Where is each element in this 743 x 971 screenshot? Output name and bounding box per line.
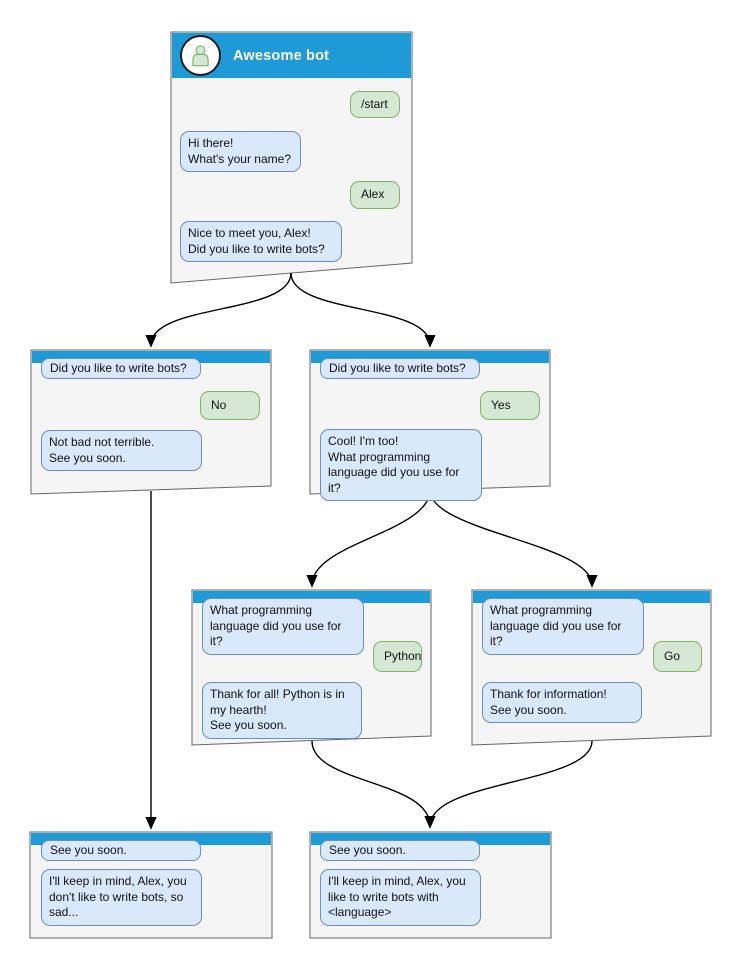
bot-bubble-question[interactable]: What programming language did you use fo… <box>202 598 364 655</box>
user-bubble-name[interactable]: Alex <box>350 181 400 209</box>
node-header: Awesome bot <box>172 33 411 78</box>
edge-branch-yes-to-go[interactable] <box>429 489 598 588</box>
node-end-no[interactable]: See you soon. I'll keep in mind, Alex, y… <box>30 832 272 938</box>
edge-root-to-branch-no[interactable] <box>145 272 292 348</box>
bot-bubble-question[interactable]: What programming language did you use fo… <box>482 598 644 655</box>
bot-bubble-reply[interactable]: Cool! I'm too! What programming language… <box>320 429 482 501</box>
edge-branch-yes-to-python[interactable] <box>306 489 431 588</box>
bot-bubble-reply[interactable]: I'll keep in mind, Alex, you don't like … <box>41 869 202 926</box>
node-branch-python[interactable]: What programming language did you use fo… <box>192 590 431 745</box>
bot-bubble-question[interactable]: Nice to meet you, Alex! Did you like to … <box>180 221 342 262</box>
user-bubble-answer[interactable]: Python <box>373 641 422 672</box>
edge-root-to-branch-yes[interactable] <box>290 272 436 348</box>
bot-bubble-reply[interactable]: Thank for all! Python is in my hearth! S… <box>202 682 362 739</box>
node-branch-go[interactable]: What programming language did you use fo… <box>472 590 711 745</box>
bot-title: Awesome bot <box>233 48 330 64</box>
person-icon <box>192 45 209 67</box>
bot-bubble-greeting[interactable]: Hi there! What's your name? <box>180 131 301 172</box>
user-bubble-answer[interactable]: Yes <box>480 391 540 420</box>
bot-bubble-question[interactable]: See you soon. <box>320 840 480 861</box>
bot-bubble-question[interactable]: Did you like to write bots? <box>320 358 480 379</box>
user-bubble-answer[interactable]: No <box>200 391 260 420</box>
edge-python-to-end-yes[interactable] <box>311 740 436 829</box>
node-root[interactable]: Awesome bot /start Hi there! What's your… <box>171 32 412 283</box>
user-bubble-start[interactable]: /start <box>350 91 400 118</box>
node-branch-no[interactable]: Did you like to write bots? No Not bad n… <box>31 350 271 494</box>
avatar <box>180 35 221 76</box>
bot-bubble-reply[interactable]: I'll keep in mind, Alex, you like to wri… <box>320 869 481 926</box>
user-bubble-answer[interactable]: Go <box>653 641 702 672</box>
edge-go-to-end-yes[interactable] <box>424 740 593 829</box>
bot-bubble-question[interactable]: Did you like to write bots? <box>41 358 201 379</box>
bot-bubble-question[interactable]: See you soon. <box>41 840 201 861</box>
bot-bubble-reply[interactable]: Thank for information! See you soon. <box>482 682 642 723</box>
node-end-yes[interactable]: See you soon. I'll keep in mind, Alex, y… <box>310 832 551 938</box>
node-branch-yes[interactable]: Did you like to write bots? Yes Cool! I'… <box>310 350 550 501</box>
bot-bubble-reply[interactable]: Not bad not terrible. See you soon. <box>41 430 202 471</box>
